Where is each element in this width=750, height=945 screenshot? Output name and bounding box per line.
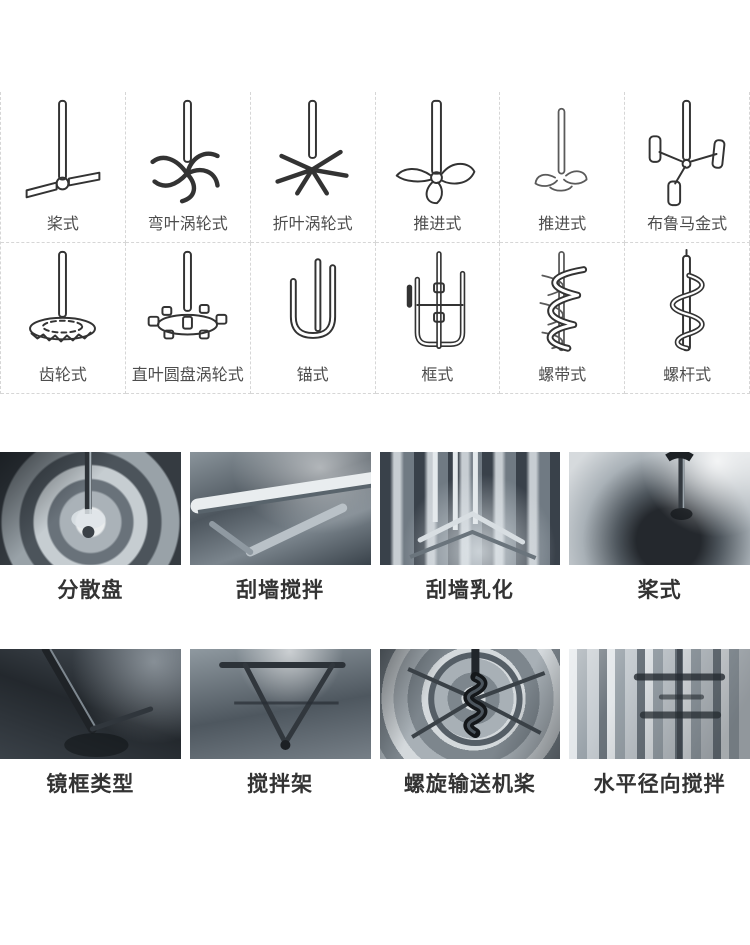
screw-conveyor-photo-overlay-icon bbox=[406, 649, 545, 746]
diagram-cell-anchor: 锚式 bbox=[250, 243, 376, 394]
photo-cell-wall-scraper-mixer: 刮墙搅拌 bbox=[189, 452, 371, 649]
agitator-frame-photo-overlay-icon bbox=[218, 662, 346, 750]
diagram-cell-curved-blade-turbine: 弯叶涡轮式 bbox=[125, 92, 251, 243]
propeller-icon bbox=[396, 99, 476, 205]
photo-cell-horizontal-radial-mixer: 水平径向搅拌 bbox=[569, 649, 750, 798]
diagram-cell-screw: 螺杆式 bbox=[625, 243, 750, 394]
photo-row-1: 分散盘 刮墙搅拌 刮墙乳化 bbox=[0, 452, 750, 649]
diagram-cell-gear-disc: 齿轮式 bbox=[1, 243, 126, 394]
photo-frame-type bbox=[0, 649, 181, 759]
gear-disc-agitator-icon bbox=[28, 250, 96, 343]
frame-type-photo-overlay-icon bbox=[41, 649, 154, 757]
wall-scraper-photo-overlay-icon bbox=[190, 472, 371, 557]
photo-agitator-frame bbox=[189, 649, 371, 759]
diagram-cell-frame: 框式 bbox=[375, 243, 501, 394]
photo-label: 搅拌架 bbox=[247, 773, 314, 796]
diagram-label: 螺带式 bbox=[538, 367, 587, 384]
photo-label: 分散盘 bbox=[57, 579, 124, 602]
diagram-label: 螺杆式 bbox=[663, 367, 712, 384]
paddle-agitator-icon bbox=[25, 99, 101, 199]
photo-label: 水平径向搅拌 bbox=[593, 773, 726, 796]
propeller-small-icon bbox=[534, 107, 588, 192]
diagram-label: 齿轮式 bbox=[38, 367, 87, 384]
screw-agitator-icon bbox=[669, 248, 705, 352]
diagram-label: 框式 bbox=[421, 367, 454, 384]
diagram-cell-paddle: 桨式 bbox=[1, 92, 126, 243]
photo-dispersion-disc bbox=[0, 452, 181, 565]
diagram-label: 推进式 bbox=[413, 216, 462, 233]
photo-cell-wall-scraper-emulsifier: 刮墙乳化 bbox=[379, 452, 561, 649]
diagram-label: 弯叶涡轮式 bbox=[147, 216, 228, 233]
photo-paddle bbox=[569, 452, 750, 565]
anchor-agitator-icon bbox=[289, 258, 336, 339]
photo-label: 螺旋输送机桨 bbox=[403, 773, 536, 796]
photo-screw-conveyor-paddle bbox=[379, 649, 561, 759]
wall-scraper-emulsifier-photo-overlay-icon bbox=[408, 452, 536, 560]
diagram-cell-brumagin: 布鲁马金式 bbox=[625, 92, 750, 243]
diagram-label: 桨式 bbox=[46, 216, 79, 233]
photo-label: 镜框类型 bbox=[46, 773, 135, 796]
photo-cell-paddle: 桨式 bbox=[569, 452, 750, 649]
photo-wall-scraper-emulsifier bbox=[379, 452, 561, 565]
photo-label: 刮墙搅拌 bbox=[236, 579, 325, 602]
diagram-label: 布鲁马金式 bbox=[647, 216, 728, 233]
straight-blade-disc-turbine-icon bbox=[147, 250, 228, 340]
curved-blade-turbine-icon bbox=[150, 99, 220, 204]
dispersion-disc-photo-overlay-icon bbox=[71, 452, 106, 538]
frame-agitator-icon bbox=[407, 251, 466, 350]
photo-label: 刮墙乳化 bbox=[425, 579, 514, 602]
photo-cell-frame-type: 镜框类型 bbox=[0, 649, 181, 798]
photo-cell-screw-conveyor-paddle: 螺旋输送机桨 bbox=[379, 649, 561, 798]
photo-cell-agitator-frame: 搅拌架 bbox=[189, 649, 371, 798]
photo-label: 桨式 bbox=[637, 579, 682, 602]
diagram-cell-propeller-small: 推进式 bbox=[500, 92, 626, 243]
horizontal-radial-photo-overlay-icon bbox=[634, 649, 726, 759]
diagram-label: 锚式 bbox=[296, 367, 329, 384]
photo-row-2: 镜框类型 搅拌架 bbox=[0, 649, 750, 798]
photo-cell-dispersion-disc: 分散盘 bbox=[0, 452, 181, 649]
paddle-photo-overlay-icon bbox=[665, 452, 694, 520]
diagram-cell-straight-blade-disc-turbine: 直叶圆盘涡轮式 bbox=[125, 243, 251, 394]
photo-wall-scraper-mixer bbox=[189, 452, 371, 565]
diagram-label: 推进式 bbox=[538, 216, 587, 233]
diagram-label: 折叶涡轮式 bbox=[272, 216, 353, 233]
helical-ribbon-agitator-icon bbox=[539, 251, 588, 352]
diagram-label: 直叶圆盘涡轮式 bbox=[131, 367, 244, 384]
agitator-diagram-grid: 桨式 弯叶涡轮式 折叶涡轮式 bbox=[0, 92, 750, 394]
pitched-blade-turbine-icon bbox=[274, 99, 349, 196]
diagram-cell-helical-ribbon: 螺带式 bbox=[500, 243, 626, 394]
agitator-photo-grid: 分散盘 刮墙搅拌 刮墙乳化 bbox=[0, 452, 750, 798]
diagram-cell-propeller: 推进式 bbox=[375, 92, 501, 243]
brumagin-agitator-icon bbox=[648, 99, 726, 207]
diagram-cell-pitched-blade-turbine: 折叶涡轮式 bbox=[250, 92, 376, 243]
photo-horizontal-radial-mixer bbox=[569, 649, 750, 759]
